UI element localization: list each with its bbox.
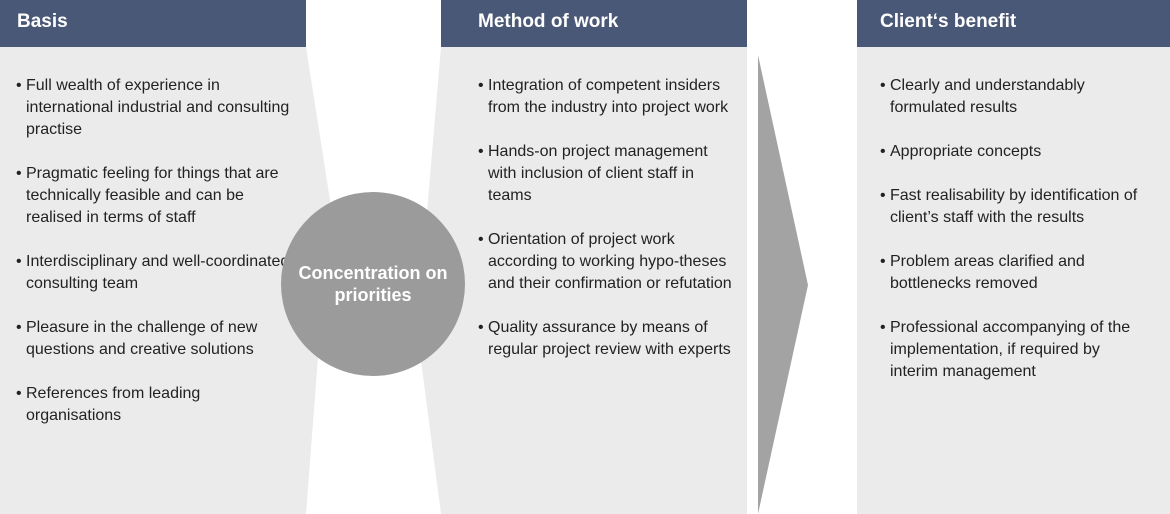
bullet-icon: • <box>16 319 22 336</box>
list-item: •Fast realisability by identification of… <box>880 185 1142 229</box>
bullet-icon: • <box>880 187 886 204</box>
bullet-icon: • <box>478 143 484 160</box>
list-item-text: References from leading organisations <box>26 385 201 424</box>
bullet-icon: • <box>16 165 22 182</box>
arrow-right-icon <box>758 55 808 514</box>
list-item: •Pleasure in the challenge of new questi… <box>16 317 296 361</box>
bullet-icon: • <box>16 385 22 402</box>
bullet-icon: • <box>880 77 886 94</box>
bullet-icon: • <box>880 319 886 336</box>
list-item-text: Integration of competent insiders from t… <box>488 77 729 116</box>
list-item-text: Quality assurance by means of regular pr… <box>488 319 731 358</box>
method-of-work-list: •Integration of competent insiders from … <box>478 75 740 383</box>
bullet-icon: • <box>478 319 484 336</box>
list-item: •Hands-on project management with inclus… <box>478 141 740 207</box>
client-benefit-list: •Clearly and understandably formulated r… <box>880 75 1142 405</box>
concentration-label: Concentration on priorities <box>298 263 448 305</box>
basis-header: Basis <box>0 0 306 47</box>
basis-list: •Full wealth of experience in internatio… <box>16 75 296 449</box>
bullet-icon: • <box>880 143 886 160</box>
list-item: •Pragmatic feeling for things that are t… <box>16 163 296 229</box>
benefit-panel <box>857 47 1170 514</box>
bullet-icon: • <box>478 231 484 248</box>
bullet-icon: • <box>478 77 484 94</box>
list-item-text: Pleasure in the challenge of new questio… <box>26 319 258 358</box>
list-item: •Interdisciplinary and well-coordinated … <box>16 251 296 295</box>
list-item-text: Fast realisability by identification of … <box>890 187 1138 226</box>
list-item: •Orientation of project work according t… <box>478 229 740 295</box>
list-item-text: Problem areas clarified and bottlenecks … <box>890 253 1085 292</box>
list-item: •References from leading organisations <box>16 383 296 427</box>
list-item: •Quality assurance by means of regular p… <box>478 317 740 361</box>
list-item-text: Clearly and understandably formulated re… <box>890 77 1085 116</box>
client-benefit-header: Client‘s benefit <box>857 0 1170 47</box>
list-item-text: Pragmatic feeling for things that are te… <box>26 165 279 226</box>
list-item-text: Full wealth of experience in internation… <box>26 77 290 138</box>
list-item-text: Interdisciplinary and well-coordinated c… <box>26 253 290 292</box>
list-item-text: Orientation of project work according to… <box>488 231 732 292</box>
method-of-work-header: Method of work <box>441 0 747 47</box>
basis-panel <box>0 47 330 514</box>
list-item: •Problem areas clarified and bottlenecks… <box>880 251 1142 295</box>
list-item: •Appropriate concepts <box>880 141 1142 163</box>
list-item: •Professional accompanying of the implem… <box>880 317 1142 383</box>
list-item: •Integration of competent insiders from … <box>478 75 740 119</box>
method-panel <box>417 47 747 514</box>
list-item-text: Hands-on project management with inclusi… <box>488 143 708 204</box>
bullet-icon: • <box>880 253 886 270</box>
bullet-icon: • <box>16 253 22 270</box>
list-item-text: Appropriate concepts <box>890 143 1042 160</box>
concentration-circle: Concentration on priorities <box>281 192 465 376</box>
bullet-icon: • <box>16 77 22 94</box>
list-item-text: Professional accompanying of the impleme… <box>890 319 1131 380</box>
list-item: •Clearly and understandably formulated r… <box>880 75 1142 119</box>
list-item: •Full wealth of experience in internatio… <box>16 75 296 141</box>
